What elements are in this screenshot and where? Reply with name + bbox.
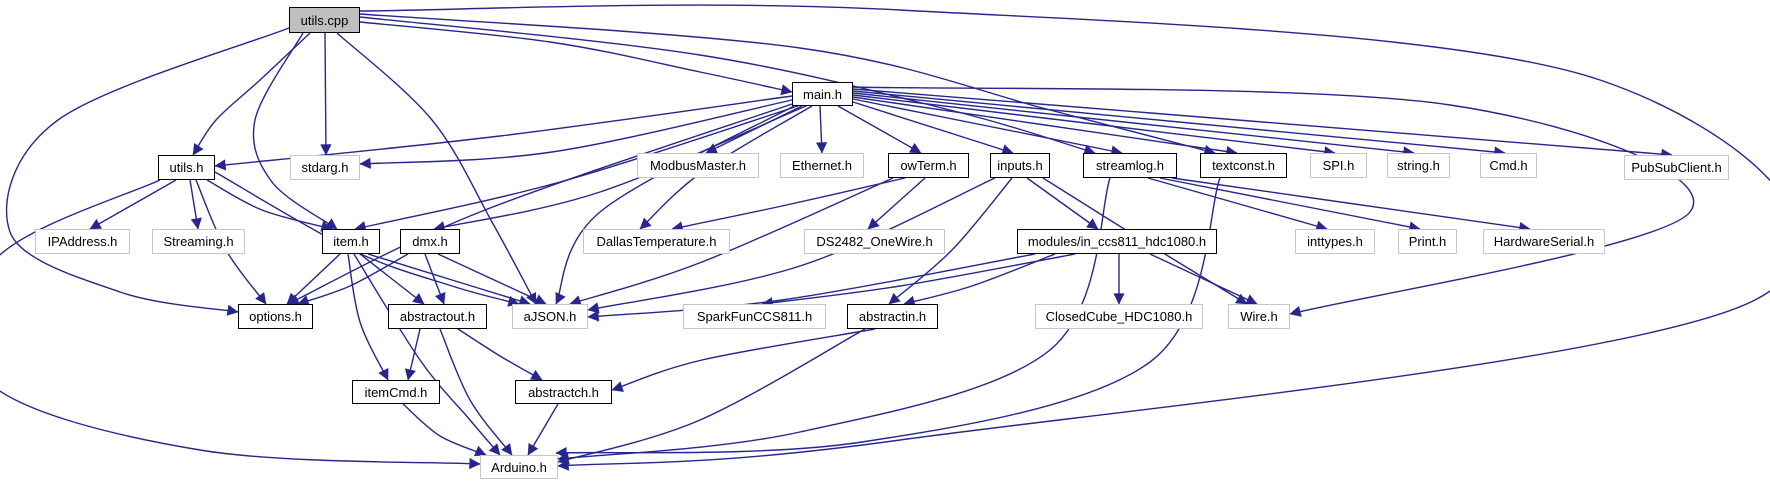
- edge-main_h-to-spi_h: [852, 94, 1336, 158]
- node-options-h[interactable]: options.h: [238, 304, 313, 329]
- edge-main_h-to-dmx_h: [433, 105, 807, 233]
- node-pubsubclient-h[interactable]: PubSubClient.h: [1624, 155, 1729, 180]
- edge-utils_h-to-item_h: [206, 179, 333, 232]
- node-print-h[interactable]: Print.h: [1398, 229, 1457, 254]
- edge-main_h-to-wire_h: [852, 86, 1695, 317]
- edge-dmx_h-to-options_h: [297, 253, 409, 306]
- edge-streamlog_h-to-arduino_h: [557, 177, 1111, 464]
- edge-itemcmd_h-to-arduino_h: [402, 403, 487, 457]
- node-inputs-h[interactable]: inputs.h: [990, 153, 1050, 178]
- edge-utils_cpp-to-options_h: [5, 27, 290, 316]
- edge-main_h-to-stdarg_h: [359, 99, 793, 169]
- edge-utils_cpp-to-ajson_h: [336, 32, 537, 305]
- edge-utils_h-to-ipaddress_h: [89, 179, 177, 230]
- node-ds2482-onewire-h[interactable]: DS2482_OneWire.h: [804, 229, 945, 254]
- node-modbusmaster-h[interactable]: ModbusMaster.h: [637, 153, 759, 178]
- node-inttypes-h[interactable]: inttypes.h: [1295, 229, 1375, 254]
- node-item-h[interactable]: item.h: [322, 229, 380, 254]
- edge-main_h-to-pubsubclient_h: [852, 88, 1673, 160]
- node-abstractout-h[interactable]: abstractout.h: [388, 304, 487, 329]
- edge-utils_cpp-to-textconst_h: [359, 13, 1216, 156]
- node-itemcmd-h[interactable]: itemCmd.h: [352, 380, 440, 404]
- edge-item_h-to-options_h: [286, 253, 341, 305]
- node-ethernet-h[interactable]: Ethernet.h: [780, 153, 864, 178]
- edge-item_h-to-abstractout_h: [359, 253, 425, 305]
- node-closedcube-hdc1080-h[interactable]: ClosedCube_HDC1080.h: [1035, 304, 1203, 329]
- edge-utils_cpp-to-stdarg_h: [320, 32, 332, 156]
- edge-item_h-to-arduino_h: [353, 253, 501, 456]
- edge-main_h-to-string_h: [852, 92, 1415, 158]
- edge-owterm_h-to-dallastemperature_h: [671, 177, 906, 233]
- edge-main_h-to-ethernet_h: [815, 105, 828, 154]
- edge-main_h-to-inputs_h: [852, 101, 1014, 156]
- node-cmd-h[interactable]: Cmd.h: [1480, 153, 1537, 178]
- edge-inputs_h-to-modules_in_ccs811_hdc1080_h: [1026, 177, 1099, 230]
- edge-utils_h-to-streaming_h: [189, 179, 202, 230]
- edge-inputs_h-to-abstractin_h: [888, 177, 1013, 305]
- node-string-h[interactable]: string.h: [1387, 153, 1450, 178]
- edge-utils_cpp-to-arduino_h: [359, 4, 1770, 471]
- node-main-h[interactable]: main.h: [792, 82, 853, 106]
- edge-abstractout_h-to-abstractch_h: [457, 328, 543, 381]
- edge-main_h-to-streamlog_h: [852, 98, 1123, 157]
- edge-modules_in_ccs811_hdc1080_h-to-wire_h: [1149, 253, 1258, 305]
- edge-utils_h-to-arduino_h: [0, 179, 481, 470]
- edge-streamlog_h-to-print_h: [1159, 177, 1421, 233]
- node-abstractch-h[interactable]: abstractch.h: [515, 380, 612, 404]
- edge-owterm_h-to-ajson_h: [569, 177, 894, 307]
- node-utils-cpp[interactable]: utils.cpp: [289, 7, 360, 33]
- node-modules-in-ccs811-hdc1080-h[interactable]: modules/in_ccs811_hdc1080.h: [1017, 229, 1217, 254]
- node-dallastemperature-h[interactable]: DallasTemperature.h: [583, 229, 730, 254]
- edge-item_h-to-itemcmd_h: [347, 253, 389, 381]
- edge-main_h-to-utils_h: [214, 95, 793, 171]
- edge-utils_cpp-to-streamlog_h: [359, 16, 1096, 156]
- edge-abstractout_h-to-arduino_h: [439, 328, 513, 456]
- node-abstractin-h[interactable]: abstractin.h: [847, 304, 938, 329]
- edge-inputs_h-to-ajson_h: [587, 177, 996, 314]
- node-spi-h[interactable]: SPI.h: [1310, 153, 1367, 178]
- node-ipaddress-h[interactable]: IPAddress.h: [35, 229, 130, 254]
- edge-owterm_h-to-ds2482_onewire_h: [867, 177, 926, 230]
- edge-main_h-to-owterm_h: [837, 105, 922, 154]
- edge-utils_cpp-to-item_h: [252, 32, 338, 230]
- edge-abstractin_h-to-arduino_h: [557, 328, 866, 465]
- edge-main_h-to-cmd_h: [852, 90, 1506, 158]
- edge-main_h-to-ajson_h: [555, 105, 795, 305]
- edge-modules_in_ccs811_hdc1080_h-to-ajson_h: [587, 253, 1036, 322]
- edge-abstractin_h-to-abstractch_h: [611, 328, 876, 392]
- node-hardwareserial-h[interactable]: HardwareSerial.h: [1483, 229, 1605, 254]
- edge-item_h-to-ajson_h: [367, 253, 531, 307]
- node-utils-h[interactable]: utils.h: [158, 155, 215, 180]
- node-owterm-h[interactable]: owTerm.h: [888, 153, 969, 178]
- edge-modules_in_ccs811_hdc1080_h-to-abstractin_h: [903, 253, 1056, 307]
- edge-utils_cpp-to-utils_h: [192, 32, 311, 156]
- node-wire-h[interactable]: Wire.h: [1228, 304, 1290, 329]
- edge-utils_cpp-to-main_h: [359, 21, 793, 96]
- edge-dmx_h-to-abstractout_h: [424, 253, 446, 305]
- edge-streamlog_h-to-inttypes_h: [1147, 177, 1328, 232]
- edge-abstractch_h-to-arduino_h: [527, 403, 559, 456]
- node-streaming-h[interactable]: Streaming.h: [152, 229, 245, 254]
- edge-textconst_h-to-arduino_h: [555, 177, 1221, 459]
- node-arduino-h[interactable]: Arduino.h: [480, 455, 558, 479]
- edge-main_h-to-options_h: [287, 103, 793, 305]
- node-dmx-h[interactable]: dmx.h: [400, 229, 460, 254]
- node-sparkfunccs811-h[interactable]: SparkFunCCS811.h: [683, 304, 826, 329]
- node-streamlog-h[interactable]: streamlog.h: [1083, 153, 1177, 178]
- node-stdarg-h[interactable]: stdarg.h: [290, 155, 360, 180]
- edge-dmx_h-to-ajson_h: [437, 253, 547, 305]
- edge-streamlog_h-to-hardwareserial_h: [1171, 177, 1531, 234]
- edge-abstractout_h-to-itemcmd_h: [404, 328, 421, 381]
- edge-main_h-to-textconst_h: [852, 96, 1238, 158]
- node-ajson-h[interactable]: aJSON.h: [512, 304, 588, 329]
- node-textconst-h[interactable]: textconst.h: [1200, 153, 1287, 178]
